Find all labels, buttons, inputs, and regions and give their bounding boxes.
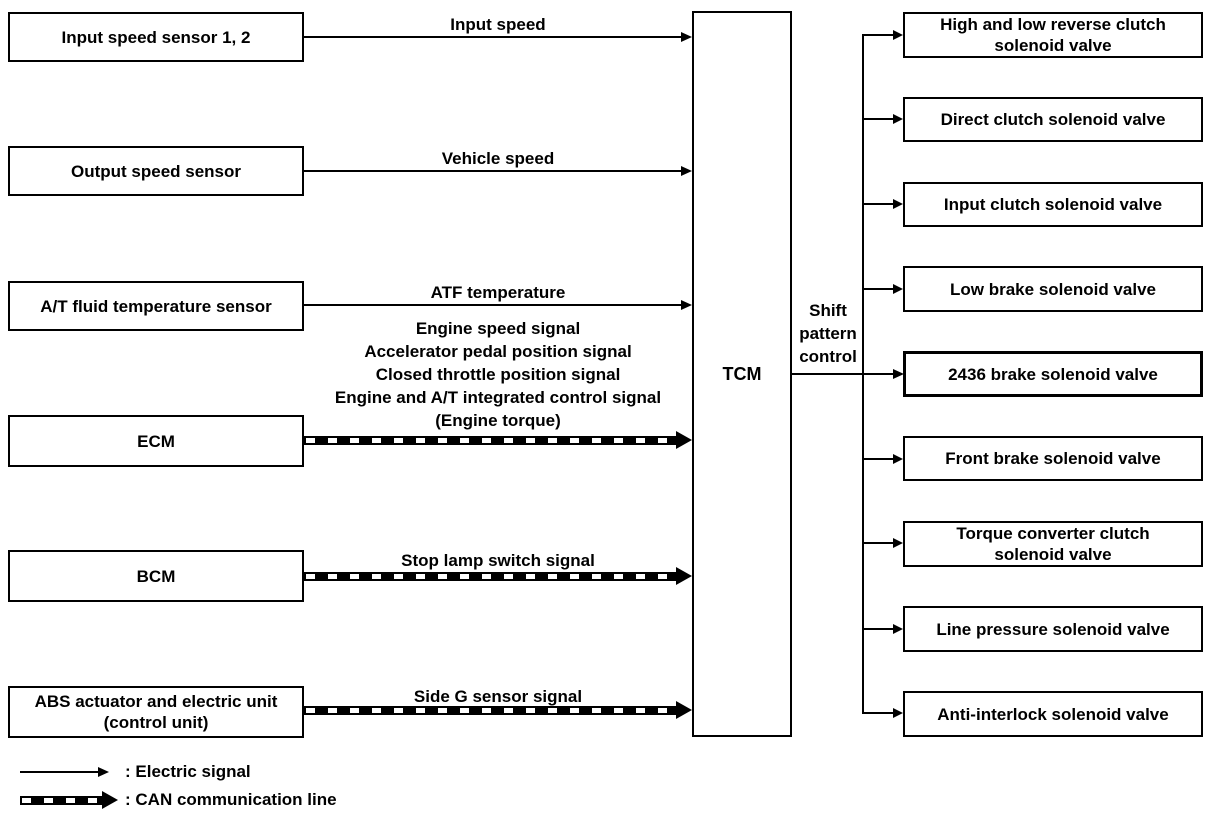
branch-arrow-low-brake bbox=[862, 284, 903, 294]
tcm-label: TCM bbox=[722, 363, 762, 384]
signal-label-ecm-can-signals: Engine speed signal Accelerator pedal po… bbox=[304, 317, 692, 432]
box-label: Line pressure solenoid valve bbox=[936, 619, 1170, 639]
legend-can-line-arrow bbox=[20, 791, 118, 809]
box-high-low-reverse-clutch-solenoid-valve: High and low reverse clutch solenoid val… bbox=[903, 12, 1203, 58]
shift-control-main-arrow bbox=[792, 369, 904, 379]
box-label: 2436 brake solenoid valve bbox=[948, 364, 1158, 384]
box-2436-brake-solenoid-valve: 2436 brake solenoid valve bbox=[903, 351, 1203, 397]
signal-label-atf-temperature: ATF temperature bbox=[430, 283, 566, 302]
signal-label-input-speed: Input speed bbox=[450, 15, 546, 34]
branch-arrow-anti-interlock bbox=[862, 708, 903, 718]
signal-line-engine-speed: Engine speed signal bbox=[415, 319, 581, 338]
box-ecm: ECM bbox=[8, 415, 304, 467]
box-at-fluid-temperature-sensor: A/T fluid temperature sensor bbox=[8, 281, 304, 331]
box-input-speed-sensor-1-2: Input speed sensor 1, 2 bbox=[8, 12, 304, 62]
box-label: High and low reverse clutch solenoid val… bbox=[940, 15, 1166, 55]
branch-arrow-input-clutch bbox=[862, 199, 903, 209]
signal-label-vehicle-speed: Vehicle speed bbox=[441, 149, 555, 168]
box-label: ECM bbox=[137, 431, 175, 451]
can-arrow-abs bbox=[304, 701, 692, 719]
box-output-speed-sensor: Output speed sensor bbox=[8, 146, 304, 196]
box-label: Direct clutch solenoid valve bbox=[940, 110, 1166, 129]
box-label: Input speed sensor 1, 2 bbox=[61, 27, 251, 47]
signal-label-side-g-sensor: Side G sensor signal bbox=[413, 687, 583, 706]
box-label: BCM bbox=[136, 566, 176, 586]
legend-electric-signal-arrow bbox=[20, 767, 109, 777]
box-label: A/T fluid temperature sensor bbox=[40, 296, 272, 316]
shift-pattern-control-label: Shift pattern control bbox=[799, 301, 857, 366]
box-label: Anti-interlock solenoid valve bbox=[937, 704, 1169, 724]
branch-arrow-front-brake bbox=[862, 454, 903, 464]
electric-arrow-atf-temperature bbox=[304, 300, 692, 310]
box-torque-converter-clutch-solenoid-valve: Torque converter clutch solenoid valve bbox=[903, 521, 1203, 567]
box-label: ABS actuator and electric unit (control … bbox=[34, 692, 278, 732]
can-arrow-bcm bbox=[304, 567, 692, 585]
electric-arrow-vehicle-speed bbox=[304, 166, 692, 176]
box-direct-clutch-solenoid-valve: Direct clutch solenoid valve bbox=[903, 97, 1203, 142]
branch-arrow-direct-clutch bbox=[862, 114, 903, 124]
box-line-pressure-solenoid-valve: Line pressure solenoid valve bbox=[903, 606, 1203, 652]
box-label: Torque converter clutch solenoid valve bbox=[956, 524, 1150, 564]
box-label: Front brake solenoid valve bbox=[945, 449, 1161, 468]
box-front-brake-solenoid-valve: Front brake solenoid valve bbox=[903, 436, 1203, 481]
can-arrow-ecm bbox=[304, 431, 692, 449]
branch-arrow-torque-converter bbox=[862, 538, 903, 548]
box-tcm: TCM bbox=[692, 11, 792, 737]
branch-arrow-line-pressure bbox=[862, 624, 903, 634]
box-bcm: BCM bbox=[8, 550, 304, 602]
shift-control-trunk-line bbox=[862, 35, 864, 714]
box-label: Output speed sensor bbox=[70, 161, 242, 181]
signal-line-accelerator-pedal: Accelerator pedal position signal bbox=[364, 342, 632, 361]
legend-electric-signal-label: : Electric signal bbox=[125, 762, 251, 781]
box-abs-actuator-control-unit: ABS actuator and electric unit (control … bbox=[8, 686, 304, 738]
box-label: Input clutch solenoid valve bbox=[943, 195, 1163, 214]
electric-arrow-input-speed bbox=[304, 32, 692, 42]
signal-line-closed-throttle: Closed throttle position signal bbox=[375, 365, 621, 384]
box-label: Low brake solenoid valve bbox=[950, 279, 1156, 299]
branch-arrow-high-low-reverse bbox=[862, 30, 903, 40]
box-low-brake-solenoid-valve: Low brake solenoid valve bbox=[903, 266, 1203, 312]
signal-label-stop-lamp-switch: Stop lamp switch signal bbox=[401, 551, 595, 570]
box-anti-interlock-solenoid-valve: Anti-interlock solenoid valve bbox=[903, 691, 1203, 737]
signal-line-engine-torque: (Engine torque) bbox=[435, 411, 561, 430]
legend-can-line-label: : CAN communication line bbox=[125, 790, 337, 809]
signal-line-integrated-control: Engine and A/T integrated control signal bbox=[334, 388, 662, 407]
box-input-clutch-solenoid-valve: Input clutch solenoid valve bbox=[903, 182, 1203, 227]
